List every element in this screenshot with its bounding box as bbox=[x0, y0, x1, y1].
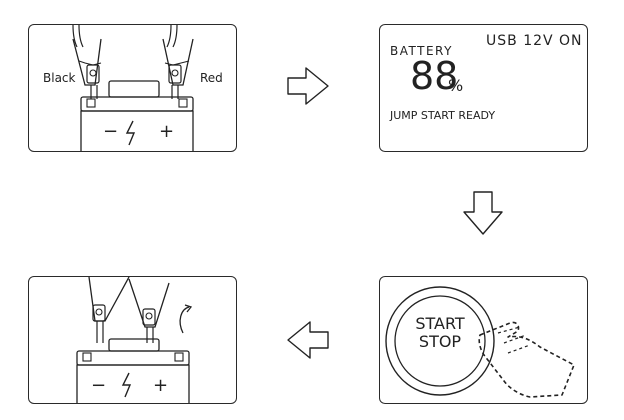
step-connect-clamps-panel: − + Black Red bbox=[28, 24, 237, 152]
black-cable bbox=[72, 25, 78, 48]
arrow-down-icon bbox=[463, 191, 503, 235]
stop-label: STOP bbox=[419, 332, 462, 351]
lightning-icon bbox=[125, 120, 136, 146]
red-cable bbox=[166, 25, 172, 48]
red-label: Red bbox=[200, 71, 223, 85]
clamp-battery-illustration: − + Black Red bbox=[43, 25, 223, 151]
black-clamp-icon bbox=[88, 277, 130, 343]
start-label: START bbox=[415, 314, 465, 333]
usb-status-label: USB 12V ON bbox=[486, 33, 583, 49]
start-stop-illustration: START STOP bbox=[385, 286, 575, 398]
minus-sign: − bbox=[91, 375, 106, 396]
battery-icon: − + bbox=[76, 338, 190, 403]
step-display-panel: BATTERY USB 12V ON 88 % JUMP START READY bbox=[379, 24, 588, 152]
remove-clamps-illustration: − + bbox=[76, 277, 193, 403]
jump-start-ready-label: JUMP START READY bbox=[389, 109, 495, 122]
battery-percentage-digits: 88 bbox=[410, 54, 458, 98]
battery-label: BATTERY bbox=[390, 44, 453, 58]
curved-arrow-icon bbox=[179, 306, 190, 334]
plus-sign: + bbox=[159, 121, 174, 142]
red-clamp-icon bbox=[128, 278, 170, 343]
button-outer-ring bbox=[385, 286, 495, 396]
plus-sign: + bbox=[153, 375, 168, 396]
step-remove-clamps-panel: − + bbox=[28, 276, 237, 404]
arrow-right-icon bbox=[287, 67, 329, 105]
lightning-icon bbox=[121, 372, 132, 398]
start-stop-button[interactable] bbox=[394, 295, 486, 387]
battery-icon: − + bbox=[80, 80, 194, 151]
percent-sign: % bbox=[448, 76, 463, 95]
arrow-left-icon bbox=[287, 321, 329, 359]
minus-sign: − bbox=[103, 121, 118, 142]
step-press-start-panel: START STOP bbox=[379, 276, 588, 404]
black-clamp-icon bbox=[72, 38, 102, 99]
lcd-screen: BATTERY USB 12V ON 88 % JUMP START READY bbox=[389, 33, 583, 122]
black-label: Black bbox=[43, 71, 76, 85]
red-clamp-icon bbox=[162, 38, 194, 99]
